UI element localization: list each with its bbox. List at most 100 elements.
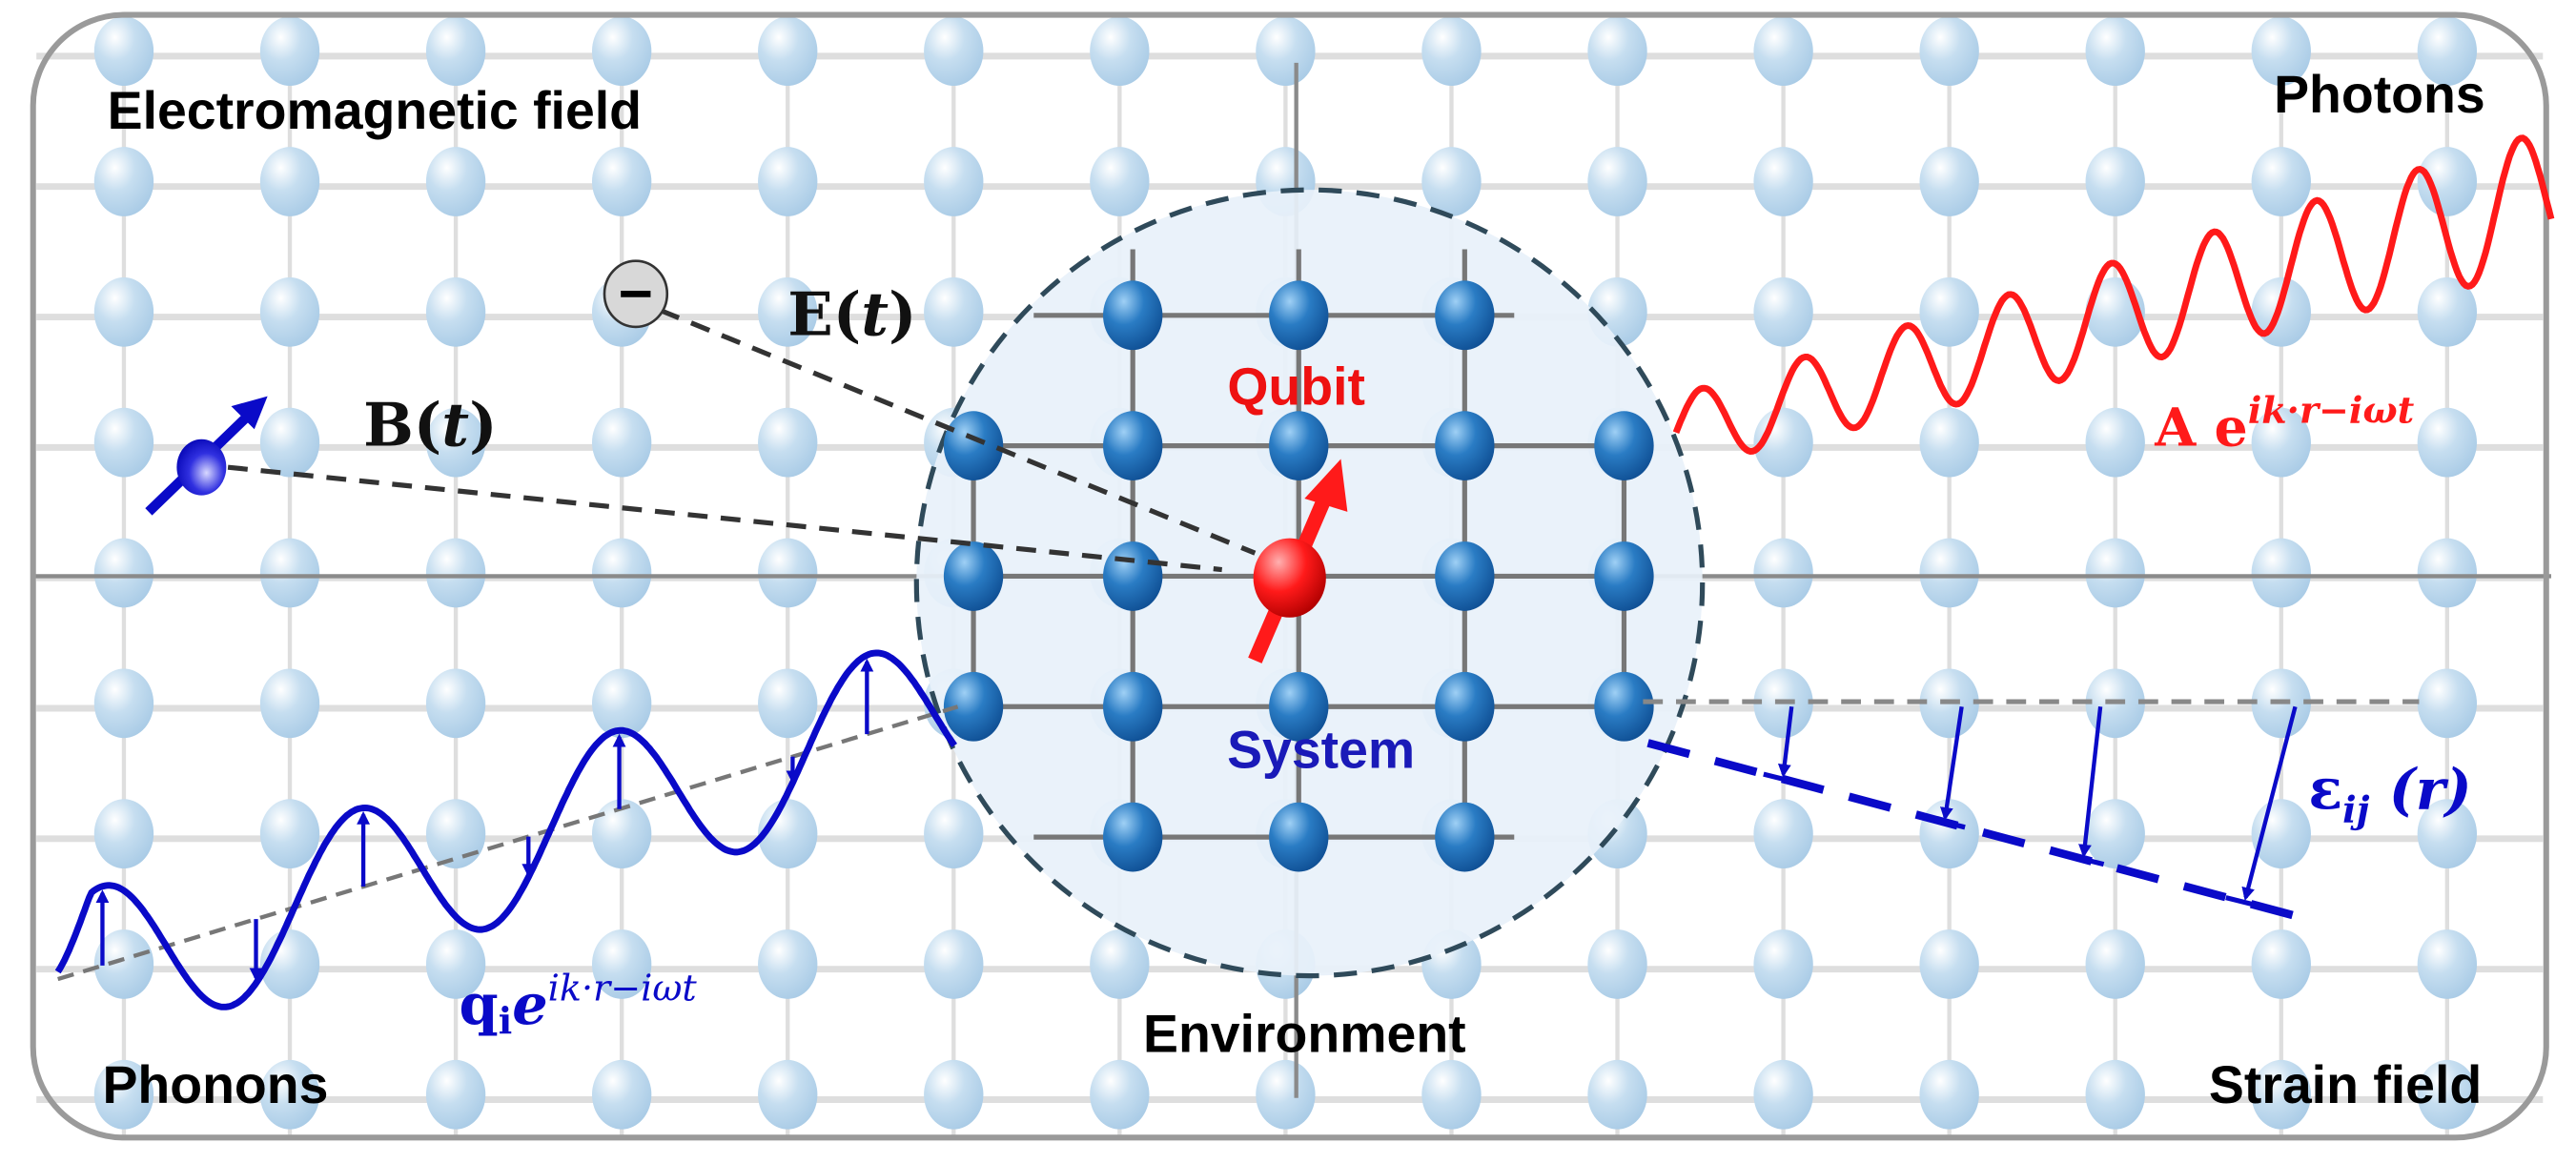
lattice-node [1753, 538, 1813, 608]
lattice-node [1919, 407, 1979, 478]
lattice-node [425, 799, 486, 869]
label-system: System [1227, 720, 1415, 779]
phonon-axis [57, 704, 959, 982]
formula-exponent: ik·r−iωt [548, 968, 698, 1010]
lattice-node [1919, 1059, 1979, 1130]
formula-magnetic-field: B(t) [363, 390, 498, 460]
formula-close: ) [469, 390, 498, 460]
lattice-node [1587, 147, 1647, 216]
lattice-node [2085, 799, 2145, 869]
magnetic-spin [145, 396, 268, 516]
lattice-node [2085, 407, 2145, 478]
system-node [1103, 671, 1163, 742]
lattice-node [93, 1059, 154, 1130]
lattice-node [924, 147, 984, 216]
lattice-node [1919, 16, 1979, 87]
lattice-node [924, 276, 984, 347]
lattice-node [2417, 407, 2478, 478]
formula-photon-wave: A eik·r−iωt [2154, 388, 2414, 459]
lattice-node [93, 407, 154, 478]
lattice-node [1090, 1059, 1150, 1130]
lattice-node [259, 147, 320, 216]
formula-var: t [441, 390, 469, 460]
lattice-node [1587, 929, 1647, 999]
lattice-node [758, 668, 818, 739]
system-node [943, 411, 1004, 481]
label-electromagnetic-field: Electromagnetic field [108, 81, 642, 140]
lattice-node [2085, 1059, 2145, 1130]
system-node [1594, 411, 1654, 481]
system-node [1435, 280, 1495, 351]
formula-var: t [861, 279, 889, 350]
lattice-node [93, 668, 154, 739]
lattice-node [1919, 929, 1979, 999]
label-phonons: Phonons [102, 1055, 328, 1114]
lattice-node [93, 276, 154, 347]
lattice-node [93, 538, 154, 608]
lattice-node [2085, 16, 2145, 87]
lattice-node [93, 147, 154, 216]
lattice-node [591, 668, 652, 739]
formula-close: ) [889, 279, 917, 350]
lattice-node [425, 276, 486, 347]
lattice-node [1256, 1059, 1316, 1130]
lattice-node [1587, 1059, 1647, 1130]
lattice-node [2085, 929, 2145, 999]
formula-exponent: ik·r−iωt [2248, 388, 2415, 431]
lattice-node [93, 929, 154, 999]
formula-electric-field: E(t) [787, 279, 916, 350]
lattice-node [758, 276, 818, 347]
formula-base: E( [787, 279, 861, 350]
lattice-node [425, 407, 486, 478]
formula-base: ε [2308, 757, 2342, 823]
lattice-node [2417, 16, 2478, 87]
lattice-node [259, 668, 320, 739]
formula-strain-tensor: εij (r) [2308, 757, 2471, 831]
system-node [1103, 411, 1163, 481]
electron-minus-symbol: − [619, 261, 653, 327]
lattice-node [259, 1059, 320, 1130]
lattice-node [1753, 16, 1813, 87]
lattice-node [425, 538, 486, 608]
lattice-node [758, 929, 818, 999]
system-node [1435, 411, 1495, 481]
lattice-node [758, 407, 818, 478]
formula-base: q [460, 971, 499, 1037]
lattice-node [1090, 147, 1150, 216]
system-node [1435, 671, 1495, 742]
lattice-node [1753, 799, 1813, 869]
formula-sub: ij [2342, 788, 2369, 831]
system-node [1103, 541, 1163, 611]
lattice-node [1256, 16, 1316, 87]
outer-frame [30, 11, 2549, 1141]
lattice-node [2251, 538, 2311, 608]
lattice-node [1587, 16, 1647, 87]
lattice-node [2417, 799, 2478, 869]
system-node [943, 541, 1004, 611]
lattice-node [425, 1059, 486, 1130]
lattice-node [1421, 1059, 1482, 1130]
system-node [1435, 541, 1495, 611]
lattice-node [758, 147, 818, 216]
label-photons: Photons [2274, 65, 2485, 124]
lattice-node [1919, 147, 1979, 216]
lattice-node [2417, 1059, 2478, 1130]
lattice-node [425, 147, 486, 216]
formula-base: A e [2154, 398, 2248, 459]
label-strain-field: Strain field [2209, 1055, 2482, 1114]
strain-arrow [2078, 706, 2103, 858]
lattice-node [924, 1059, 984, 1130]
lattice-node [758, 16, 818, 87]
lattice-node [924, 16, 984, 87]
strain-field [1643, 699, 2420, 923]
lattice-node [1919, 276, 1979, 347]
lattice-node [1753, 147, 1813, 216]
lattice-node [2417, 929, 2478, 999]
label-qubit: Qubit [1227, 357, 1365, 416]
phonon-wave [54, 649, 957, 1010]
lattice-node [591, 407, 652, 478]
lattice-node [2085, 147, 2145, 216]
lattice-node [1919, 799, 1979, 869]
system-node [1103, 802, 1163, 872]
lattice-node [2417, 538, 2478, 608]
